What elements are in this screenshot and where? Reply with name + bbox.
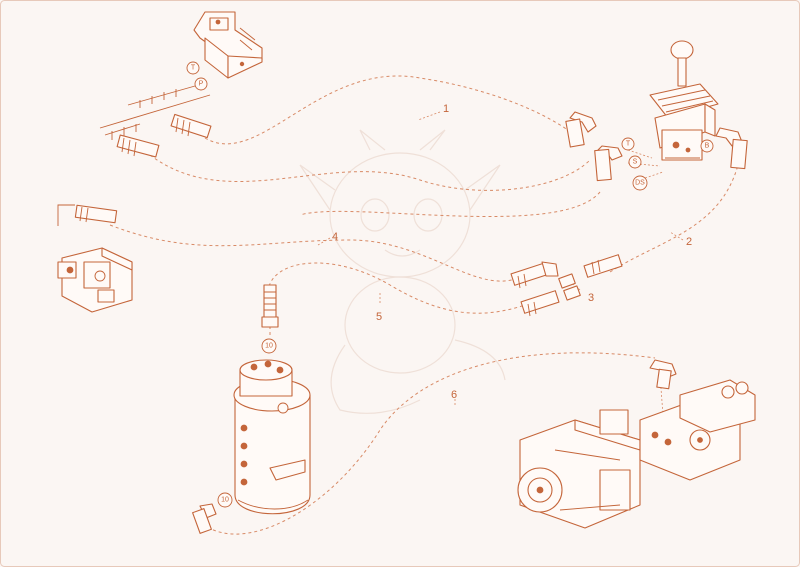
port-label-joystick-ds: DS xyxy=(632,175,648,191)
callout-hose-1: 1 xyxy=(443,103,449,115)
port-label-joystick-t: T xyxy=(621,137,635,151)
svg-text:B: B xyxy=(705,143,710,150)
hose-route-2b xyxy=(299,191,601,218)
watermark-mascot xyxy=(299,129,506,414)
port-label-joystick-s: S xyxy=(628,155,642,169)
callout-hose-6: 6 xyxy=(451,389,457,401)
port-label-tank-top: 10 xyxy=(261,338,277,354)
tank-elbow-fitting xyxy=(192,503,217,534)
solenoid-valve-block xyxy=(57,204,133,313)
hose-route-1 xyxy=(204,75,581,145)
callout-hose-2: 2 xyxy=(686,236,692,248)
middle-connectors xyxy=(510,254,623,317)
svg-text:P: P xyxy=(199,81,204,88)
callout-hose-3: 3 xyxy=(588,292,594,304)
port-label-joystick-b: B xyxy=(700,139,714,153)
svg-text:T: T xyxy=(626,141,631,148)
svg-text:S: S xyxy=(633,159,638,166)
hose-route-5 xyxy=(267,262,526,314)
pump-elbow-fitting xyxy=(649,359,677,390)
mounting-bracket xyxy=(193,11,263,79)
port-label-tank-bottom: 10 xyxy=(217,492,233,508)
hose-fitting-left-lower xyxy=(116,134,160,158)
hose-callouts: 1 2 3 4 5 6 xyxy=(332,103,692,401)
svg-text:10: 10 xyxy=(265,343,273,350)
svg-text:T: T xyxy=(191,65,196,72)
hose-routes xyxy=(109,75,739,535)
port-label-bracket-p: P xyxy=(194,77,208,91)
callout-hose-4: 4 xyxy=(332,231,338,243)
svg-text:DS: DS xyxy=(635,180,645,187)
hose-fitting-left-upper xyxy=(170,113,212,139)
vertical-hose-fitting xyxy=(261,284,279,328)
callout-leaders xyxy=(317,111,701,416)
elbow-fitting-1 xyxy=(565,111,597,148)
hose-route-2 xyxy=(609,164,739,273)
elbow-fitting-3 xyxy=(715,127,748,170)
port-label-bracket-t: T xyxy=(186,61,200,75)
hose-route-4 xyxy=(109,224,526,282)
elbow-fitting-2 xyxy=(594,145,623,182)
joystick-controller xyxy=(649,40,719,161)
pump-assembly xyxy=(517,379,756,529)
bracket-tubes xyxy=(99,85,211,140)
callout-hose-5: 5 xyxy=(376,311,382,323)
hydraulic-tank xyxy=(233,359,311,515)
hose-route-1b xyxy=(149,154,591,191)
svg-text:10: 10 xyxy=(221,497,229,504)
